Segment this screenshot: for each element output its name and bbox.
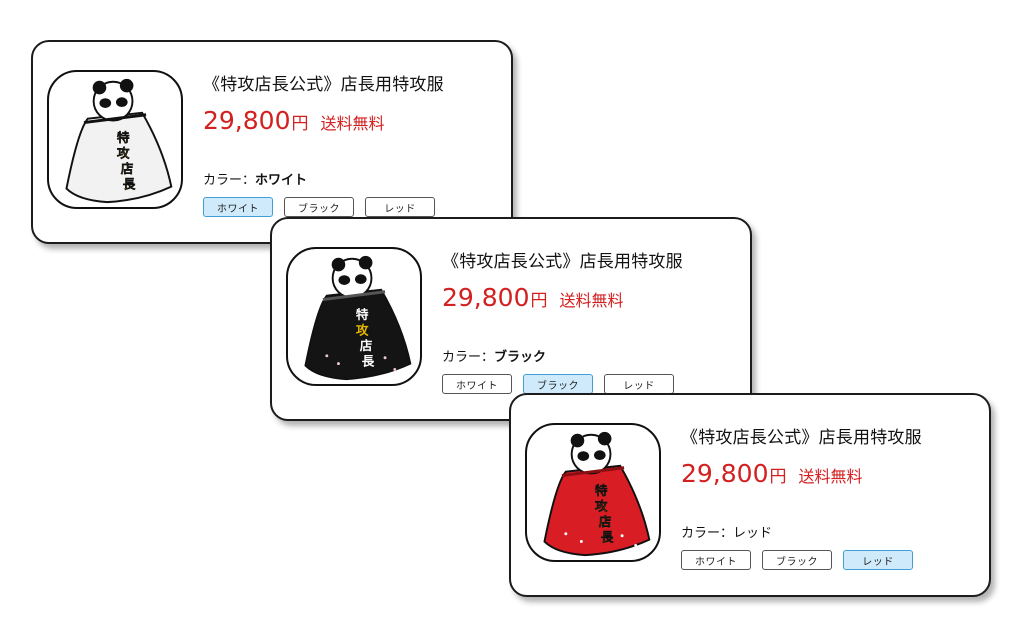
svg-text:長: 長 [362, 354, 375, 369]
color-options: ホワイト ブラック レッド [203, 197, 435, 217]
product-image[interactable]: 特 攻 店 長 [286, 247, 422, 386]
svg-text:店: 店 [121, 161, 134, 176]
svg-text:特: 特 [117, 130, 130, 145]
panda-tokkoufuku-black-illustration: 特 攻 店 長 [304, 255, 412, 381]
color-label-row: カラー：ホワイト [203, 169, 307, 188]
selected-color-value: ホワイト [255, 173, 308, 188]
selected-color-value: ブラック [494, 350, 547, 365]
color-option-white[interactable]: ホワイト [681, 550, 751, 570]
svg-text:店: 店 [360, 338, 373, 353]
product-image[interactable]: 特 攻 店 長 [47, 70, 183, 209]
color-option-white[interactable]: ホワイト [442, 374, 512, 394]
svg-text:特: 特 [595, 483, 608, 498]
color-option-red[interactable]: レッド [843, 550, 913, 570]
product-card-black: 特 攻 店 長 《特攻店長公式》店長用特攻服 29,800円送料無料 カラー：ブ… [270, 217, 752, 421]
product-card-red: 特 攻 店 長 《特攻店長公式》店長用特攻服 29,800円送料無料 カラー：レ… [509, 393, 991, 597]
color-option-black[interactable]: ブラック [523, 374, 593, 394]
shipping-label: 送料無料 [320, 114, 385, 133]
product-title[interactable]: 《特攻店長公式》店長用特攻服 [681, 428, 922, 448]
price-amount: 29,800 [442, 283, 530, 312]
color-option-black[interactable]: ブラック [284, 197, 354, 217]
color-label-row: カラー：ブラック [442, 346, 546, 365]
svg-text:特: 特 [356, 307, 369, 322]
panda-tokkoufuku-red-illustration: 特 攻 店 長 [543, 431, 651, 557]
product-title[interactable]: 《特攻店長公式》店長用特攻服 [442, 252, 683, 272]
color-label-row: カラー：レッド [681, 522, 772, 541]
price-amount: 29,800 [203, 106, 291, 135]
svg-text:攻: 攻 [356, 322, 369, 337]
svg-text:攻: 攻 [117, 145, 130, 160]
price-unit: 円 [769, 467, 787, 487]
color-label: カラー： [681, 526, 734, 541]
color-options: ホワイト ブラック レッド [681, 550, 913, 570]
shipping-label: 送料無料 [559, 291, 624, 310]
color-label: カラー： [442, 350, 495, 365]
color-label: カラー： [203, 173, 256, 188]
price: 29,800円送料無料 [442, 283, 624, 312]
svg-text:長: 長 [123, 177, 136, 192]
selected-color-value: レッド [733, 526, 773, 541]
svg-text:店: 店 [599, 514, 612, 529]
price: 29,800円送料無料 [203, 106, 385, 135]
price-unit: 円 [291, 114, 309, 134]
color-option-red[interactable]: レッド [365, 197, 435, 217]
svg-text:長: 長 [601, 530, 614, 545]
product-title[interactable]: 《特攻店長公式》店長用特攻服 [203, 75, 444, 95]
panda-tokkoufuku-white-illustration: 特 攻 店 長 [65, 78, 173, 204]
color-option-white[interactable]: ホワイト [203, 197, 273, 217]
color-options: ホワイト ブラック レッド [442, 374, 674, 394]
shipping-label: 送料無料 [798, 467, 863, 486]
price-unit: 円 [530, 291, 548, 311]
price: 29,800円送料無料 [681, 459, 863, 488]
color-option-black[interactable]: ブラック [762, 550, 832, 570]
product-image[interactable]: 特 攻 店 長 [525, 423, 661, 562]
svg-text:攻: 攻 [595, 498, 608, 513]
color-option-red[interactable]: レッド [604, 374, 674, 394]
product-card-white: 特 攻 店 長 《特攻店長公式》店長用特攻服 29,800円送料無料 カラー：ホ… [31, 40, 513, 244]
price-amount: 29,800 [681, 459, 769, 488]
